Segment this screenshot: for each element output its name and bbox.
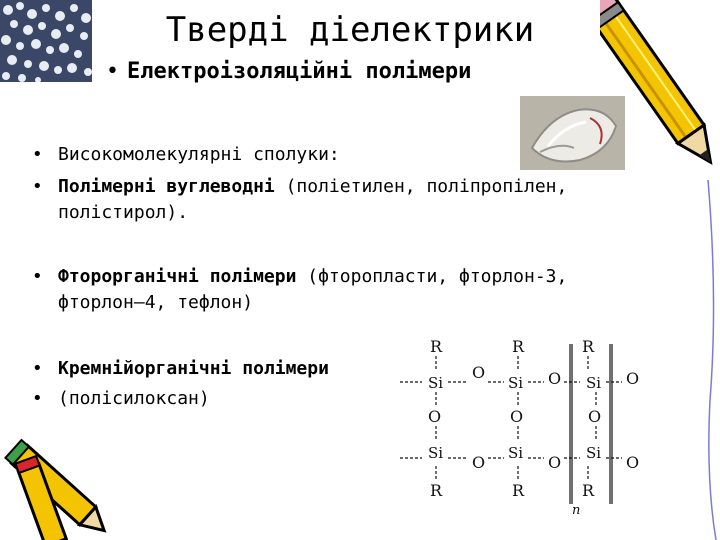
bullet-item: • Кремнійорганічні полімери — [32, 356, 402, 382]
formula-o: O — [626, 369, 639, 388]
bullet-item: • (полісилоксан) — [32, 386, 402, 412]
formula-r: R — [430, 481, 443, 500]
formula-r: R — [582, 481, 595, 500]
formula-o: O — [548, 369, 561, 388]
bullet-text: (полісилоксан) — [58, 388, 210, 409]
formula-o: O — [510, 407, 523, 426]
formula-si: Si — [508, 444, 523, 462]
bullet-bold-term: Полімерні вуглеводні — [58, 176, 275, 197]
bullet-icon: • — [32, 358, 43, 379]
polysiloxane-formula: R R R Si O Si O Si O O O O Si O Si — [400, 337, 639, 518]
bullet-item: • Полімерні вуглеводні (поліетилен, полі… — [32, 174, 672, 226]
formula-o: O — [588, 407, 601, 426]
formula-si: Si — [508, 374, 523, 392]
bullet-bold-term: Кремнійорганічні полімери — [58, 358, 329, 379]
decorative-line — [707, 180, 717, 540]
bullet-continuation: фторлон–4, тефлон) — [58, 292, 254, 313]
formula-si: Si — [428, 374, 443, 392]
polymer-bag-photo — [520, 96, 625, 170]
bullet-item: • Фторорганічні полімери (фторопласти, ф… — [32, 264, 692, 316]
formula-o: O — [472, 363, 485, 382]
formula-o: O — [626, 453, 639, 472]
bullet-bold-term: Фторорганічні полімери — [58, 266, 297, 287]
bullet-icon: • — [106, 59, 119, 84]
formula-r: R — [582, 337, 595, 356]
page-title: Тверді діелектрики — [165, 10, 535, 50]
bullet-icon: • — [32, 388, 43, 409]
formula-o: O — [472, 453, 485, 472]
subtitle-text: Електроізоляційні полімери — [126, 59, 472, 84]
bullet-icon: • — [32, 144, 43, 165]
bullet-text: Високомолекулярні сполуки: — [58, 144, 340, 165]
polymer-granules-photo — [0, 0, 92, 82]
formula-r: R — [512, 337, 525, 356]
pencils-icon — [4, 438, 107, 540]
formula-o: O — [548, 453, 561, 472]
pencil-icon — [600, 0, 713, 165]
formula-o: O — [428, 407, 441, 426]
formula-r: R — [512, 481, 525, 500]
bullet-item: • Високомолекулярні сполуки: — [32, 142, 492, 168]
formula-si: Si — [586, 374, 601, 392]
bullet-continuation: полістирол). — [58, 202, 189, 223]
subtitle: • Електроізоляційні полімери — [106, 56, 471, 88]
bullet-icon: • — [32, 266, 43, 287]
formula-si: Si — [428, 444, 443, 462]
bullet-text: (фторопласти, фторлон-3, — [296, 266, 568, 287]
formula-si: Si — [586, 444, 601, 462]
formula-n: n — [572, 503, 580, 518]
formula-r: R — [430, 337, 443, 356]
bullet-text: (поліетилен, поліпропілен, — [274, 176, 568, 197]
bullet-icon: • — [32, 176, 43, 197]
